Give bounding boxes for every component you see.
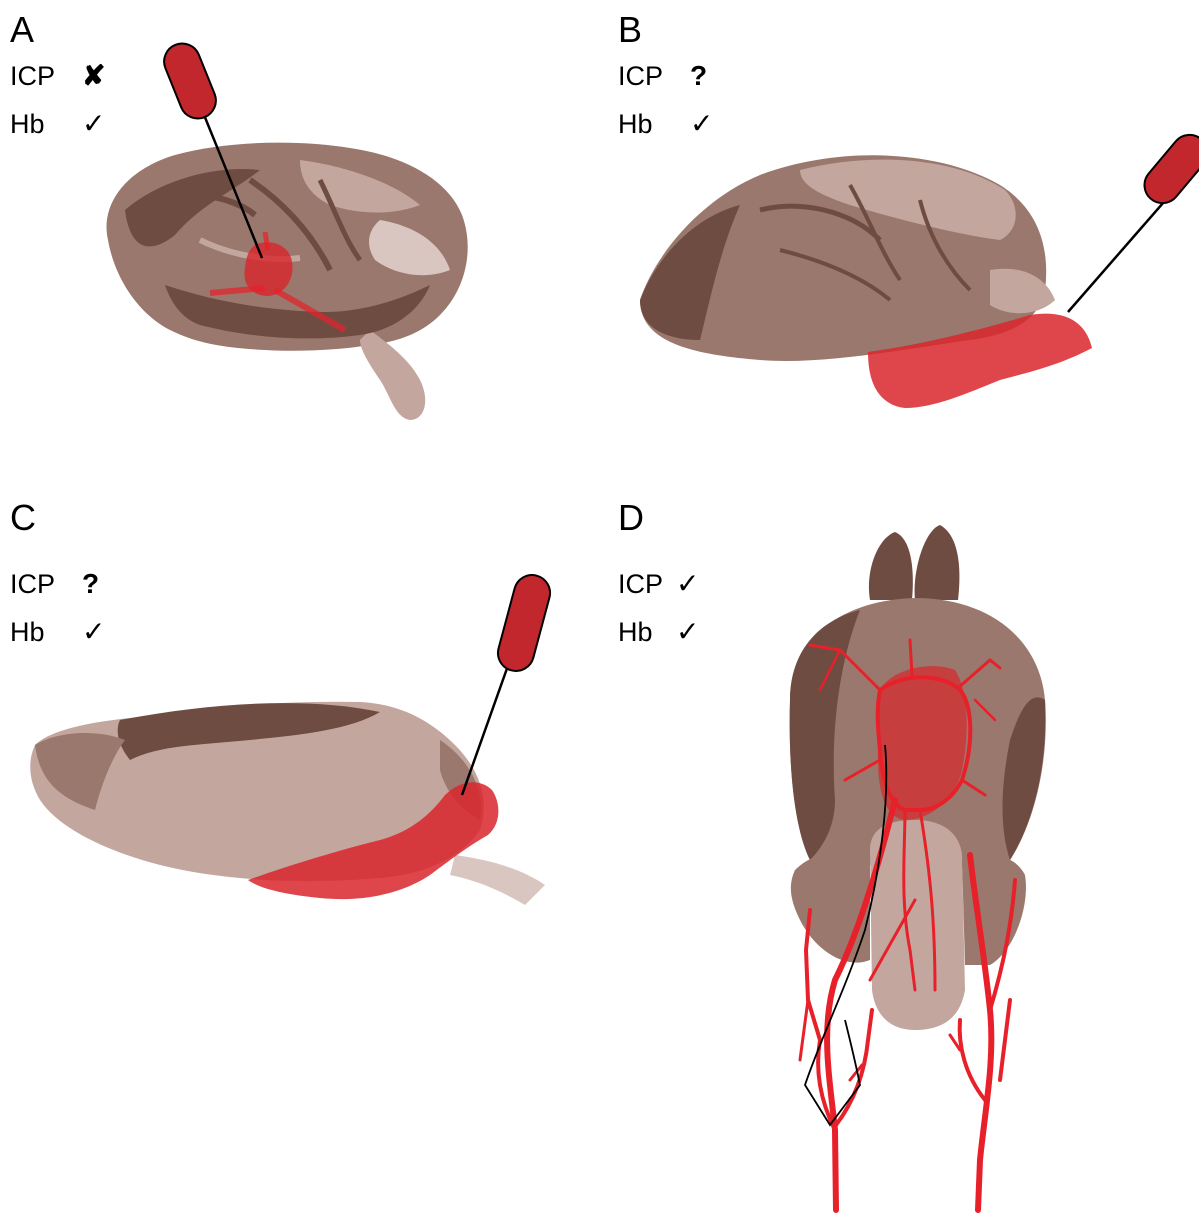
check-icon: ✓ — [690, 110, 713, 138]
question-icon: ? — [690, 62, 707, 90]
row-label: ICP — [618, 571, 676, 598]
row-label: Hb — [618, 111, 690, 138]
rodent-brain-lateral-illustration — [30, 702, 545, 905]
check-icon: ✓ — [82, 110, 105, 138]
brain-lateral-illustration — [640, 155, 1092, 408]
row-label: ICP — [618, 63, 690, 90]
rodent-brain-ventral-illustration — [790, 525, 1046, 1210]
row-label: Hb — [10, 111, 82, 138]
probe-icon — [1068, 128, 1199, 312]
icp-row: ICP? — [618, 62, 707, 90]
hb-row: Hb✓ — [618, 110, 713, 138]
panel-letter: B — [618, 12, 642, 48]
hb-row: Hb✓ — [10, 110, 105, 138]
probe-icon — [462, 571, 554, 795]
panel-letter: A — [10, 12, 34, 48]
check-icon: ✓ — [676, 570, 699, 598]
icp-row: ICP✓ — [618, 570, 699, 598]
question-icon: ? — [82, 570, 99, 598]
primate-brain-illustration — [107, 143, 468, 420]
check-icon: ✓ — [676, 618, 699, 646]
row-label: Hb — [618, 619, 676, 646]
hb-row: Hb✓ — [10, 618, 105, 646]
panel-letter: D — [618, 500, 644, 536]
panel-letter: C — [10, 500, 36, 536]
cross-icon: ✘ — [82, 62, 105, 90]
icp-row: ICP? — [10, 570, 99, 598]
row-label: Hb — [10, 619, 82, 646]
row-label: ICP — [10, 571, 82, 598]
row-label: ICP — [10, 63, 82, 90]
hb-row: Hb✓ — [618, 618, 699, 646]
icp-row: ICP✘ — [10, 62, 105, 90]
check-icon: ✓ — [82, 618, 105, 646]
